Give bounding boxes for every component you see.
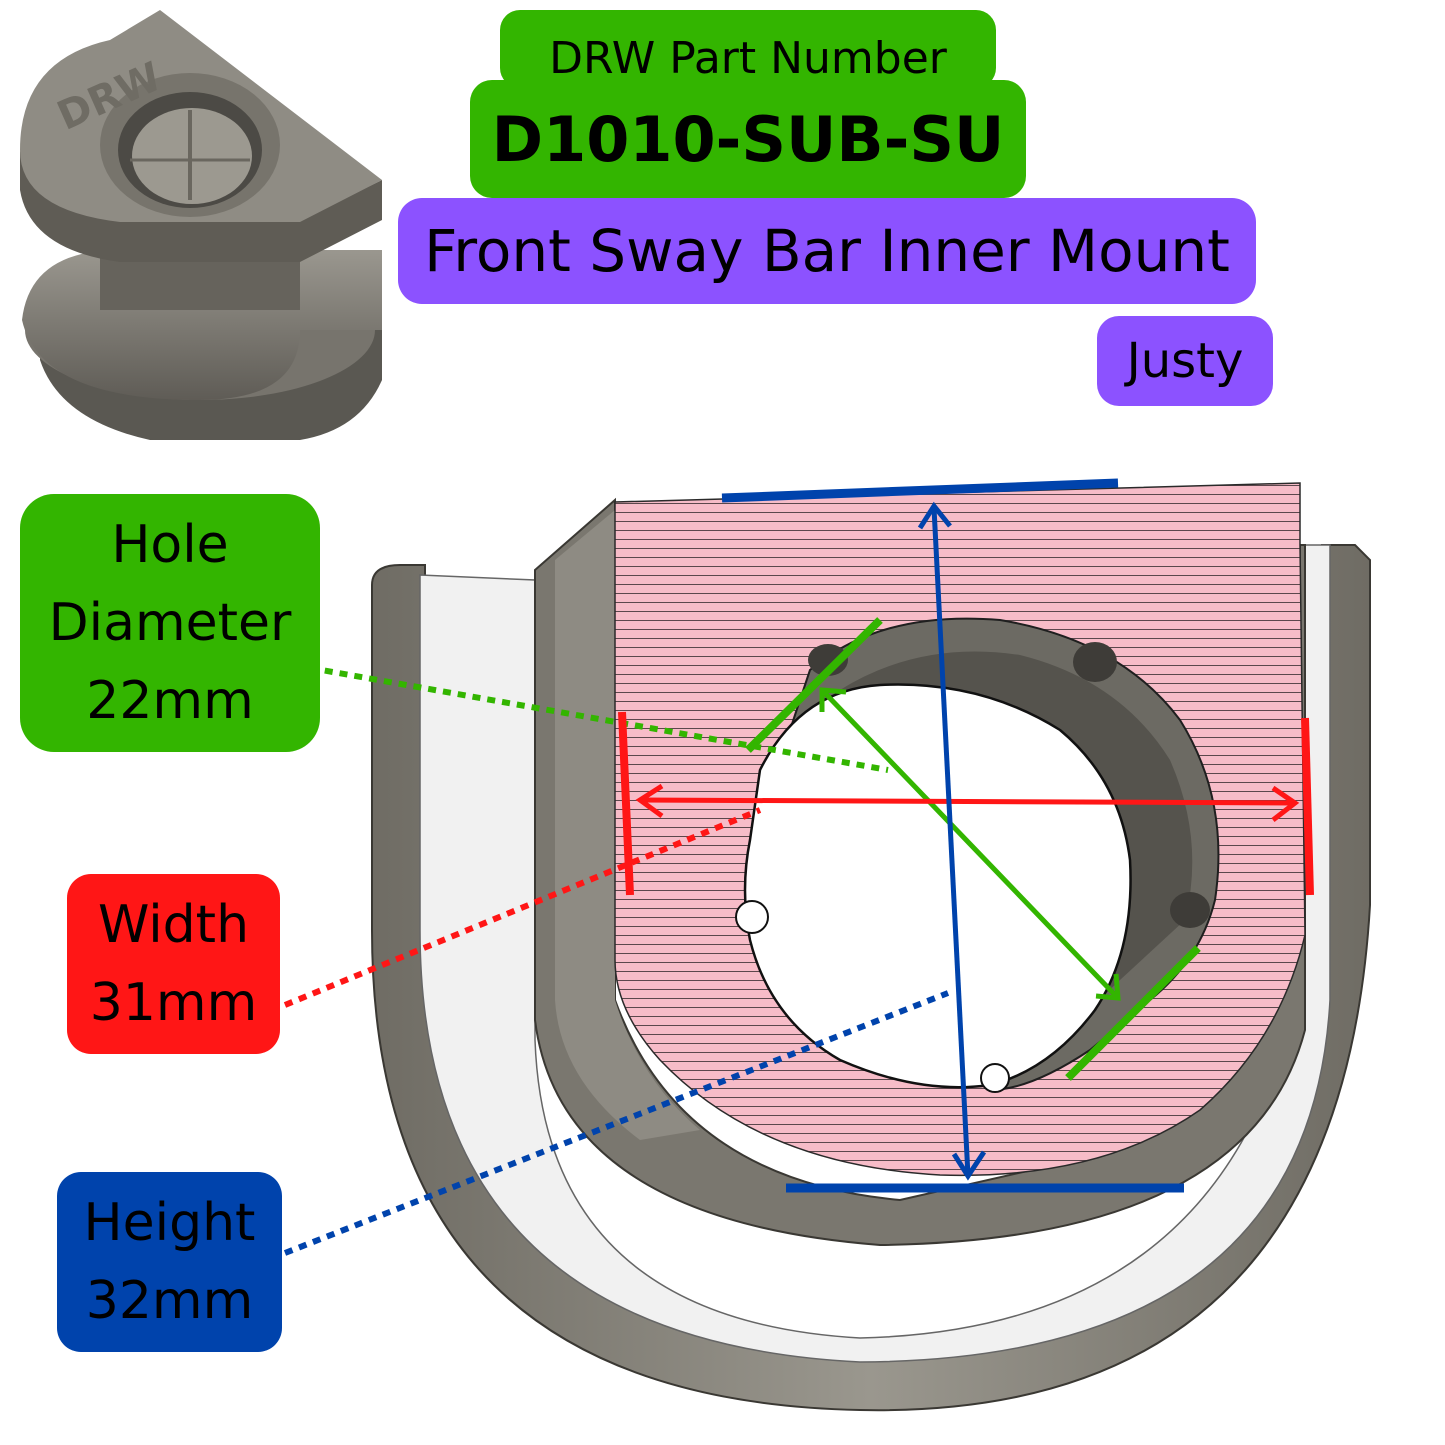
width-label: Width 31mm: [67, 874, 280, 1054]
height-label-line2: 32mm: [85, 1271, 254, 1331]
part-number-text: D1010-SUB-SU: [491, 102, 1005, 176]
hole-extent-line-bottom: [1065, 945, 1201, 1081]
width-dimension-arrow: [639, 797, 1296, 806]
vehicle-text: Justy: [1126, 333, 1244, 389]
hole-label-line1: Hole: [111, 515, 229, 575]
height-label-line1: Height: [83, 1193, 256, 1253]
part-description: Front Sway Bar Inner Mount: [398, 198, 1256, 304]
width-leader-line: [283, 807, 762, 1008]
main-part: [371, 482, 1371, 1412]
hole-diameter-label: Hole Diameter 22mm: [20, 494, 320, 752]
part-number: D1010-SUB-SU: [470, 80, 1026, 198]
hole-dimension-arrow: [820, 688, 1120, 1000]
hole-leader-line: [309, 665, 889, 773]
hole-extent-line-top: [745, 617, 883, 753]
height-dimension-arrow: [931, 507, 971, 1177]
width-label-line2: 31mm: [89, 973, 258, 1033]
hole-label-line3: 22mm: [86, 671, 254, 731]
part-description-text: Front Sway Bar Inner Mount: [424, 217, 1230, 285]
hole-label-line2: Diameter: [48, 593, 292, 653]
width-extent-line-left: [618, 711, 634, 896]
height-extent-line-top: [721, 478, 1119, 503]
height-label: Height 32mm: [57, 1172, 282, 1352]
thumbnail-part: DRW: [20, 10, 382, 440]
dimension-overlays: [283, 478, 1314, 1256]
width-extent-line-right: [1301, 717, 1314, 896]
width-label-line1: Width: [97, 895, 250, 955]
vehicle-badge: Justy: [1097, 316, 1273, 406]
part-number-caption-text: DRW Part Number: [549, 32, 947, 84]
part-number-caption: DRW Part Number: [500, 10, 996, 88]
